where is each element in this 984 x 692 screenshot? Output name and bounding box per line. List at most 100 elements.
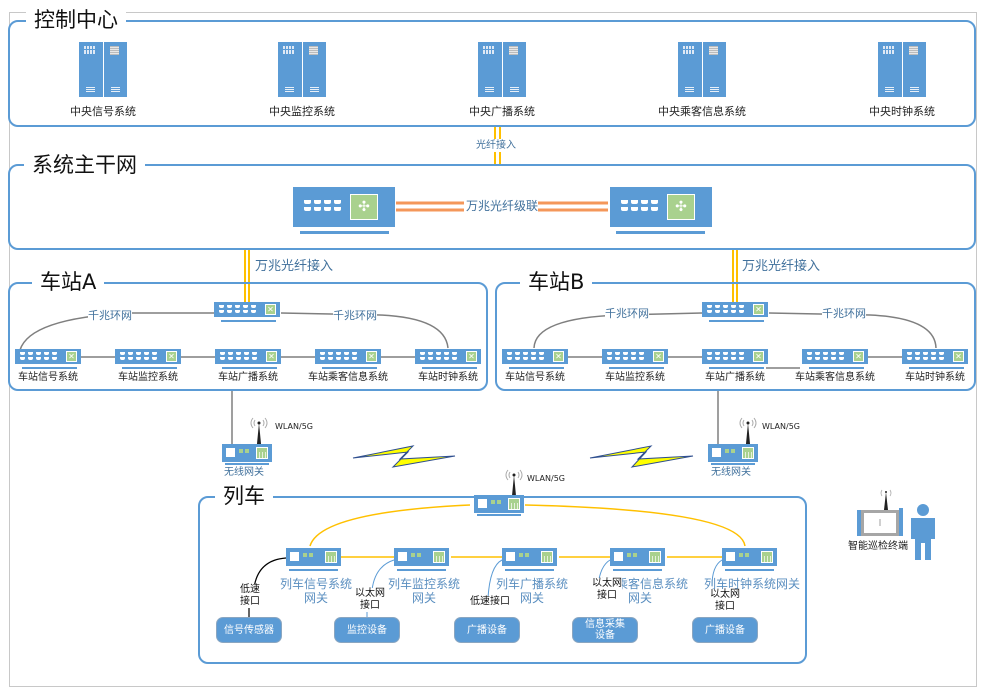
train-device: 广播设备 xyxy=(692,617,758,643)
server-rack-icon xyxy=(79,42,127,97)
interface-label: 低速接口 xyxy=(470,596,510,608)
station-switch-label: 车站时钟系统 xyxy=(418,372,478,383)
radio-label: WLAN/5G xyxy=(275,422,313,431)
ring-label: 千兆环网 xyxy=(822,307,866,320)
server-label: 中央广播系统 xyxy=(469,105,535,118)
switch-icon: ✕ xyxy=(166,351,177,362)
gateway-label: 列车监控系统 xyxy=(387,577,460,591)
terminal-label: 智能巡检终端 xyxy=(848,541,908,552)
gateway-label-line2: 网关 xyxy=(627,591,652,605)
gateway-label-line2: 网关 xyxy=(519,591,544,605)
station-switch-label: 车站乘客信息系统 xyxy=(308,372,388,383)
station-a-title: 车站A xyxy=(32,270,105,294)
train-system-gateway xyxy=(394,548,449,566)
train-system-gateway xyxy=(286,548,341,566)
station-core-switch: ✕ xyxy=(214,302,280,317)
station-switch: ✕ xyxy=(215,349,281,364)
switch-icon: ✕ xyxy=(853,351,864,362)
station-b-group xyxy=(495,282,976,391)
train-device: 信号传感器 xyxy=(216,617,282,643)
server-rack-icon xyxy=(478,42,526,97)
station-switch: ✕ xyxy=(502,349,568,364)
signal-bars-icon xyxy=(761,551,773,563)
station-switch-label: 车站时钟系统 xyxy=(905,372,965,383)
station-core-switch: ✕ xyxy=(702,302,768,317)
interface-label: 以太网接口 xyxy=(592,578,622,602)
gateway-label: 列车时钟系统网关 xyxy=(703,577,800,591)
control-center-group xyxy=(8,20,976,127)
station-a-uplink-label: 万兆光纤接入 xyxy=(255,259,334,274)
signal-bars-icon xyxy=(256,447,268,459)
station-switch-label: 车站信号系统 xyxy=(505,372,565,383)
gateway-label-line2: 网关 xyxy=(303,591,328,605)
train-system-gateway xyxy=(722,548,777,566)
train-device: 信息采集 设备 xyxy=(572,617,638,643)
switch-icon: ✕ xyxy=(753,351,764,362)
server-rack-icon xyxy=(878,42,926,97)
router-arrows-icon: ✣ xyxy=(350,194,378,220)
tablet-terminal-icon xyxy=(857,489,903,536)
switch-icon: ✕ xyxy=(466,351,477,362)
interface-label: 以太网接口 xyxy=(710,589,740,613)
train-system-gateway xyxy=(502,548,557,566)
gateway-label: 列车信号系统 xyxy=(279,577,352,591)
station-b-title: 车站B xyxy=(520,270,593,294)
station-switch-label: 车站广播系统 xyxy=(705,372,765,383)
switch-icon: ✕ xyxy=(953,351,964,362)
core-switch-icon: ✣ xyxy=(610,187,712,227)
switch-icon: ✕ xyxy=(653,351,664,362)
switch-icon: ✕ xyxy=(265,304,276,315)
ring-label: 千兆环网 xyxy=(88,309,132,322)
station-switch: ✕ xyxy=(315,349,381,364)
switch-icon: ✕ xyxy=(753,304,764,315)
station-switch: ✕ xyxy=(602,349,668,364)
station-switch-label: 车站监控系统 xyxy=(118,372,178,383)
station-a-group xyxy=(8,282,488,391)
cascade-label: 万兆光纤级联 xyxy=(466,199,539,213)
radio-label: WLAN/5G xyxy=(527,474,565,483)
signal-bars-icon xyxy=(541,551,553,563)
server-label: 中央信号系统 xyxy=(70,105,136,118)
backbone-title: 系统主干网 xyxy=(24,153,145,177)
core-switch-icon: ✣ xyxy=(293,187,395,227)
gateway-label: 列车广播系统 xyxy=(495,577,568,591)
train-device: 广播设备 xyxy=(454,617,520,643)
ring-label: 千兆环网 xyxy=(333,309,377,322)
signal-bars-icon xyxy=(508,498,520,510)
train-system-gateway xyxy=(610,548,665,566)
station-switch-label: 车站乘客信息系统 xyxy=(795,372,875,383)
wireless-gateway-label: 无线网关 xyxy=(224,467,264,478)
backbone-group xyxy=(8,164,976,250)
control-center-title: 控制中心 xyxy=(26,8,126,32)
server-rack-icon xyxy=(678,42,726,97)
signal-bars-icon xyxy=(433,551,445,563)
station-switch: ✕ xyxy=(802,349,868,364)
station-b-uplink-label: 万兆光纤接入 xyxy=(742,259,821,274)
server-label: 中央乘客信息系统 xyxy=(658,105,746,118)
radio-label: WLAN/5G xyxy=(762,422,800,431)
station-switch: ✕ xyxy=(902,349,968,364)
router-arrows-icon: ✣ xyxy=(667,194,695,220)
signal-bars-icon xyxy=(742,447,754,459)
fiber-access-label: 光纤接入 xyxy=(476,139,516,152)
server-rack-icon xyxy=(278,42,326,97)
switch-icon: ✕ xyxy=(553,351,564,362)
gateway-label-line2: 网关 xyxy=(411,591,436,605)
switch-icon: ✕ xyxy=(366,351,377,362)
switch-icon: ✕ xyxy=(266,351,277,362)
station-switch-label: 车站广播系统 xyxy=(218,372,278,383)
interface-label: 低速接口 xyxy=(240,584,260,608)
interface-label: 以太网接口 xyxy=(355,588,385,612)
station-switch: ✕ xyxy=(115,349,181,364)
server-label: 中央时钟系统 xyxy=(869,105,935,118)
station-switch: ✕ xyxy=(415,349,481,364)
switch-icon: ✕ xyxy=(66,351,77,362)
train-device: 监控设备 xyxy=(334,617,400,643)
station-switch-label: 车站监控系统 xyxy=(605,372,665,383)
station-switch: ✕ xyxy=(702,349,768,364)
train-title: 列车 xyxy=(215,484,273,508)
server-label: 中央监控系统 xyxy=(269,105,335,118)
station-switch-label: 车站信号系统 xyxy=(18,372,78,383)
signal-bars-icon xyxy=(649,551,661,563)
